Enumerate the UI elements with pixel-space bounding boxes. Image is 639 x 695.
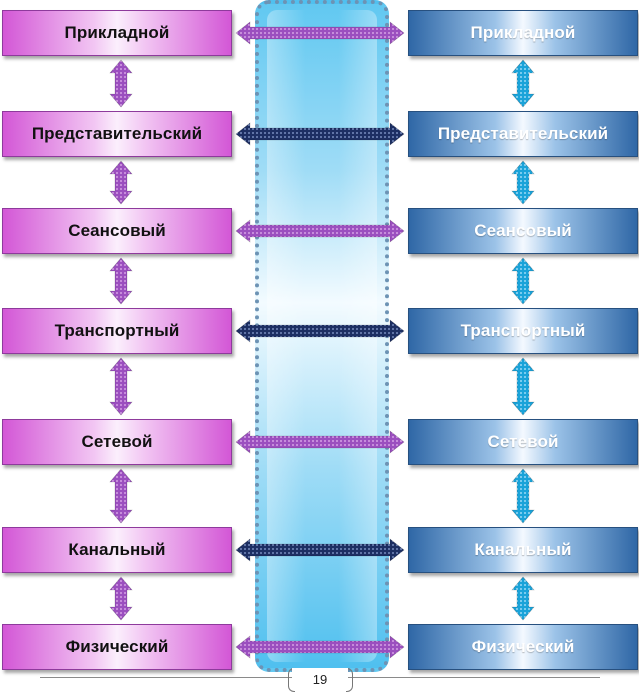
left-layer-box: Транспортный xyxy=(2,308,232,354)
page-number: 19 xyxy=(292,668,348,690)
horizontal-double-arrow xyxy=(235,635,405,659)
left-layer-label: Прикладной xyxy=(64,23,170,42)
left-layer-box: Сетевой xyxy=(2,419,232,465)
left-layer-label: Сетевой xyxy=(81,432,153,451)
right-vertical-double-arrow xyxy=(511,257,535,305)
left-vertical-double-arrow xyxy=(109,576,133,621)
left-layer-label: Транспортный xyxy=(54,321,180,340)
horizontal-double-arrow xyxy=(235,430,405,454)
left-layer-box: Физический xyxy=(2,624,232,670)
horizontal-double-arrow xyxy=(235,538,405,562)
right-layer-label: Канальный xyxy=(474,540,572,559)
left-vertical-double-arrow xyxy=(109,357,133,416)
left-layer-label: Представительский xyxy=(31,124,203,143)
left-layer-label: Канальный xyxy=(68,540,166,559)
right-layer-label: Сеансовый xyxy=(474,221,572,240)
left-layer-label: Физический xyxy=(65,637,169,656)
right-vertical-double-arrow xyxy=(511,59,535,108)
horizontal-double-arrow xyxy=(235,219,405,243)
right-vertical-double-arrow xyxy=(511,468,535,524)
right-vertical-double-arrow xyxy=(511,160,535,205)
right-layer-box: Сеансовый xyxy=(408,208,638,254)
right-layer-box: Сетевой xyxy=(408,419,638,465)
left-vertical-double-arrow xyxy=(109,59,133,108)
right-layer-box: Канальный xyxy=(408,527,638,573)
left-layer-label: Сеансовый xyxy=(68,221,166,240)
horizontal-double-arrow xyxy=(235,122,405,146)
right-layer-label: Физический xyxy=(471,637,575,656)
left-vertical-double-arrow xyxy=(109,257,133,305)
right-layer-box: Прикладной xyxy=(408,10,638,56)
right-layer-box: Представительский xyxy=(408,111,638,157)
right-layer-label: Прикладной xyxy=(470,23,576,42)
right-layer-label: Представительский xyxy=(437,124,609,143)
horizontal-double-arrow xyxy=(235,319,405,343)
right-vertical-double-arrow xyxy=(511,576,535,621)
right-layer-box: Транспортный xyxy=(408,308,638,354)
right-layer-label: Транспортный xyxy=(460,321,586,340)
right-layer-label: Сетевой xyxy=(487,432,559,451)
page-number-bracket-left xyxy=(288,668,295,692)
right-layer-box: Физический xyxy=(408,624,638,670)
left-layer-box: Канальный xyxy=(2,527,232,573)
right-vertical-double-arrow xyxy=(511,357,535,416)
left-vertical-double-arrow xyxy=(109,468,133,524)
horizontal-double-arrow xyxy=(235,21,405,45)
left-layer-box: Прикладной xyxy=(2,10,232,56)
left-layer-box: Представительский xyxy=(2,111,232,157)
left-layer-box: Сеансовый xyxy=(2,208,232,254)
left-vertical-double-arrow xyxy=(109,160,133,205)
